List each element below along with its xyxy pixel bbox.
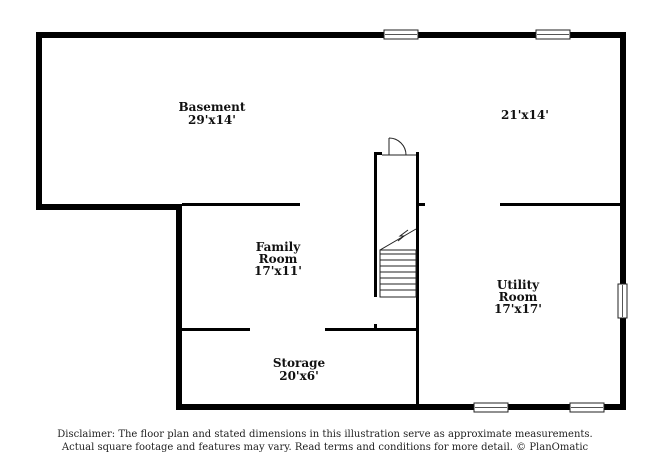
interior-walls <box>182 152 620 404</box>
utility-room-name-line1: Utility <box>497 278 540 292</box>
door-swing-arc <box>388 137 407 156</box>
disclaimer-line-2: Actual square footage and features may v… <box>61 442 589 453</box>
staircase <box>379 228 417 298</box>
wall-storage-post <box>374 324 377 329</box>
utility-room-dims: 17'x17' <box>494 302 542 316</box>
windows <box>383 29 628 413</box>
wall-right <box>620 32 626 410</box>
wall-utility-top <box>500 203 620 206</box>
basement-name: Basement <box>179 100 246 114</box>
storage-name: Storage <box>273 356 326 370</box>
wall-stair-top-left <box>374 152 382 155</box>
family-room-name-line1: Family <box>256 240 301 254</box>
window-bottom-2 <box>569 402 605 413</box>
window-bottom-1 <box>473 402 509 413</box>
stair-break-zigzag <box>397 229 409 242</box>
wall-stair-right-top <box>416 152 419 156</box>
wall-basement-bottom <box>36 204 182 210</box>
family-room-dims: 17'x11' <box>254 264 302 278</box>
utility-room-name-line2: Room <box>499 290 538 304</box>
wall-left-lower <box>176 204 182 410</box>
wall-storage-right <box>325 328 419 331</box>
stair-outline <box>379 249 417 298</box>
window-top-1 <box>383 29 419 40</box>
wall-left-upper <box>36 32 42 210</box>
exterior-walls <box>36 32 626 410</box>
room-labels: Basement 29'x14' 21'x14' Family Room 17'… <box>179 100 549 383</box>
family-room-name-line2: Room <box>259 252 298 266</box>
window-top-2 <box>535 29 571 40</box>
wall-stair-right <box>416 154 419 404</box>
disclaimer-line-1: Disclaimer: The floor plan and stated di… <box>57 429 593 440</box>
window-right <box>617 283 628 319</box>
wall-storage-left <box>182 328 250 331</box>
wall-bottom <box>176 404 626 410</box>
basement-dims: 29'x14' <box>188 113 236 127</box>
storage-dims: 20'x6' <box>279 369 319 383</box>
wall-stair-left <box>374 152 377 297</box>
wall-top <box>36 32 626 38</box>
east-room-dims: 21'x14' <box>501 108 549 122</box>
wall-family-top <box>182 203 300 206</box>
wall-stair-stub <box>419 203 425 206</box>
stair-cut-line <box>379 228 417 251</box>
door <box>382 137 416 156</box>
